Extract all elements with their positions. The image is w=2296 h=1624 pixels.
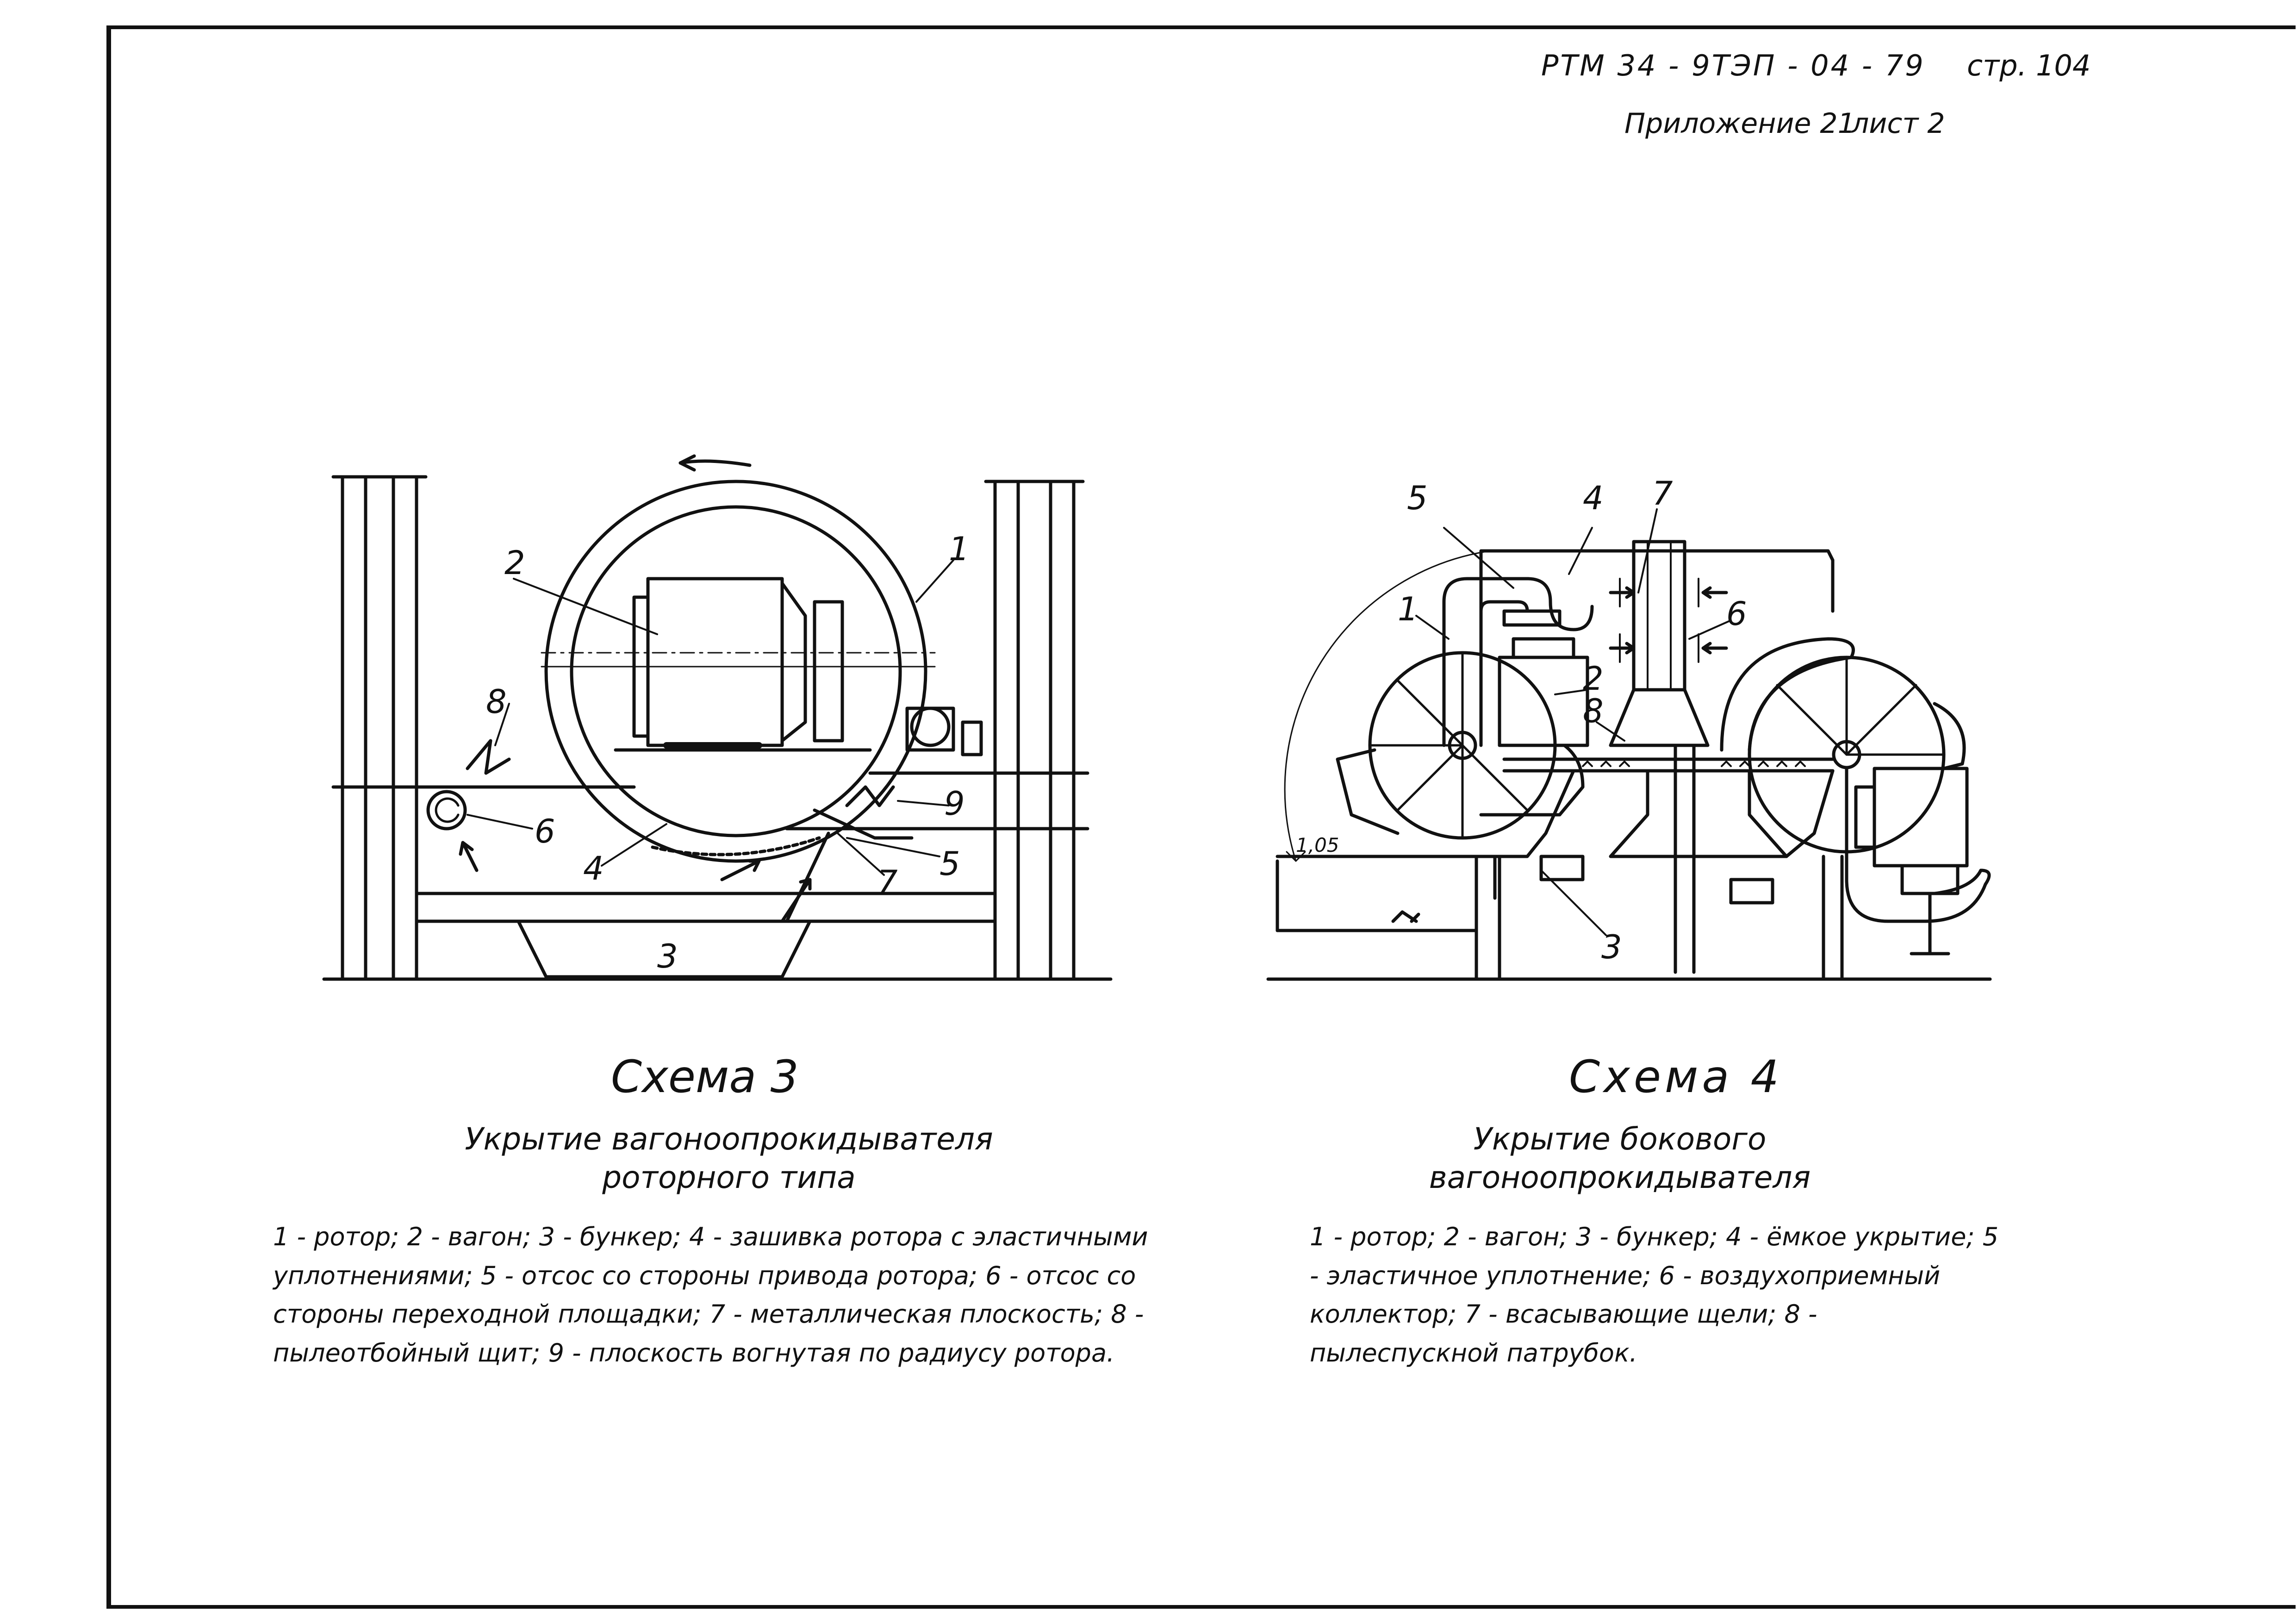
scheme3-label-5: 5 <box>940 845 960 883</box>
scheme3-left-column <box>331 475 428 981</box>
scheme3-drawing <box>322 454 1113 981</box>
scheme3-rotation-arrow <box>678 459 752 467</box>
scheme3-label-8: 8 <box>486 683 507 721</box>
scheme3-labels: 2 1 8 6 9 5 4 7 3 <box>486 530 970 975</box>
scheme3-label-1: 1 <box>949 530 970 568</box>
scheme3-label-9: 9 <box>944 785 965 823</box>
scheme4-suction-duct-left <box>1442 577 1594 747</box>
scheme3-suction-duct <box>813 808 914 840</box>
scheme4-legend: 1 - ротор; 2 - вагон; 3 - бункер; 4 - ём… <box>1310 1222 1999 1368</box>
scheme4-label-7: 7 <box>1652 475 1673 512</box>
scheme3-bunker <box>516 919 812 979</box>
scheme4-label-2: 2 <box>1583 660 1604 698</box>
scheme4-dimension-label: 1,05 <box>1296 834 1339 856</box>
scheme3-label-3: 3 <box>657 937 678 975</box>
scheme3-dust-shield <box>466 739 511 775</box>
scheme3-subtitle: Укрытие вагоноопрокидывателя роторного т… <box>465 1121 993 1195</box>
scheme4-label-3: 3 <box>1601 928 1622 966</box>
scheme3-suction-nozzle <box>426 790 467 831</box>
sheet-number: лист 2 <box>1851 107 1945 140</box>
scheme4-label-8: 8 <box>1583 692 1604 730</box>
scheme4-air-collector <box>1632 540 1686 692</box>
scheme4-label-5: 5 <box>1407 479 1428 517</box>
scheme4-labels: 5 4 7 1 6 2 8 3 1,05 <box>1296 475 1747 966</box>
scheme3-label-6: 6 <box>535 812 555 850</box>
scheme4-drawing <box>1266 508 1992 981</box>
scheme3-rotor-inner <box>570 505 902 837</box>
scheme4-seal-right <box>1720 637 1855 752</box>
scheme4-label-6: 6 <box>1726 595 1747 633</box>
scheme3-label-2: 2 <box>504 544 525 582</box>
scheme3-legend: 1 - ротор; 2 - вагон; 3 - бункер; 4 - за… <box>273 1222 1148 1368</box>
scheme3-rotor-outer <box>544 480 927 863</box>
scheme3-label-4: 4 <box>583 849 604 887</box>
scheme4-bunker-center <box>1609 769 1788 858</box>
scheme3-wagon <box>646 577 784 747</box>
document-code: РТМ 34 - 9ТЭП - 04 - 79 <box>1541 49 1925 82</box>
scheme3-right-column <box>984 480 1085 981</box>
scheme4-label-1: 1 <box>1398 590 1419 628</box>
scheme3-label-7: 7 <box>877 863 898 901</box>
scheme4-bunker-left <box>1493 769 1575 900</box>
scheme4-label-4: 4 <box>1583 479 1604 517</box>
scheme4-subtitle: Укрытие бокового вагоноопрокидывателя <box>1429 1121 1811 1195</box>
scheme4-seal-left <box>1336 748 1400 835</box>
scheme4-capacious-hood <box>1479 549 1835 636</box>
scheme3-title: Схема 3 <box>611 1051 799 1103</box>
appendix-number: Приложение 21 <box>1624 107 1855 140</box>
scheme4-dimension-arc <box>1284 550 1491 862</box>
sheet-frame <box>106 25 2296 1609</box>
scheme4-title: Схема 4 <box>1569 1051 1783 1103</box>
page-number: стр. 104 <box>1967 49 2091 82</box>
